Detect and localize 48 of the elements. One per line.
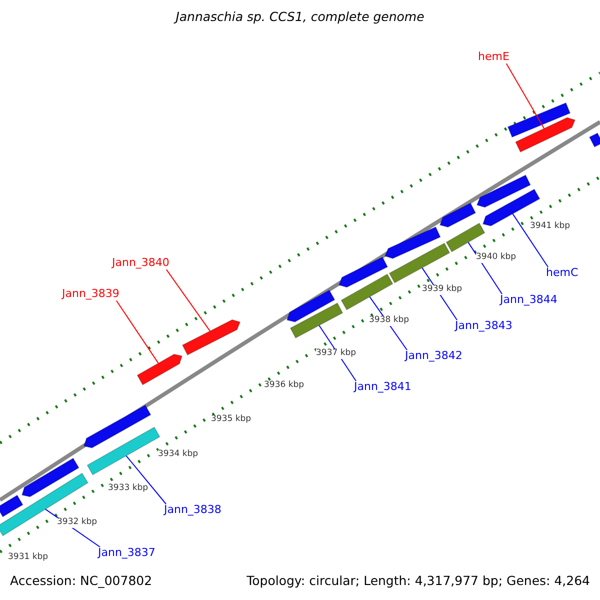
leader-line (126, 455, 166, 504)
gene-block (515, 117, 576, 153)
leader-line (166, 269, 210, 332)
scale-label: 3937 kbp (316, 349, 356, 359)
leader-line (506, 63, 545, 129)
gene-label: Jann_3842 (405, 350, 462, 363)
gene-block (340, 274, 394, 310)
scale-label: 3935 kbp (211, 415, 252, 425)
gene-block (588, 132, 600, 148)
leader-line (116, 300, 159, 364)
scale-label: 3939 kbp (422, 285, 462, 295)
gene-block (86, 426, 160, 476)
gene-label: Jann_3839 (62, 288, 120, 301)
gene-block (338, 256, 388, 288)
gene-block (21, 458, 80, 498)
gene-block (83, 404, 152, 448)
gene-block (0, 494, 24, 518)
gene-label: hemC (546, 267, 578, 280)
gene-block (476, 174, 531, 208)
scale-label: 3938 kbp (369, 316, 410, 326)
gene-block (290, 302, 344, 338)
gene-label: Jann_3841 (354, 381, 412, 394)
gene-block (182, 319, 241, 356)
gene-block (388, 242, 450, 284)
gene-block (507, 102, 571, 138)
gene-label: hemE (478, 51, 510, 64)
leader-line (512, 213, 548, 268)
scale-label: 3934 kbp (158, 450, 198, 460)
leader-line (468, 242, 502, 294)
gene-label: Jann_3844 (500, 294, 558, 307)
gene-label: Jann_3837 (98, 547, 156, 560)
gene-label: Jann_3840 (112, 257, 170, 270)
gene-block (384, 226, 441, 259)
scale-label: 3936 kbp (264, 381, 304, 391)
scale-label: 3940 kbp (476, 253, 516, 263)
gene-block (439, 202, 476, 228)
scale-label: 3932 kbp (57, 518, 98, 528)
gene-block (286, 290, 336, 322)
accession-text: Accession: NC_007802 (10, 574, 152, 588)
scale-label: 3931 kbp (8, 553, 48, 563)
genome-summary: Topology: circular; Length: 4,317,977 bp; Genes: 4,264 (246, 574, 590, 588)
gene-label: Jann_3838 (164, 504, 222, 517)
gene-block (136, 354, 183, 386)
gene-label: Jann_3843 (455, 320, 512, 333)
scale-label: 3941 kbp (530, 222, 570, 232)
title: Jannaschia sp. CCS1, complete genome (172, 10, 426, 24)
scale-label: 3933 kbp (108, 484, 148, 494)
gene-block (446, 222, 486, 252)
